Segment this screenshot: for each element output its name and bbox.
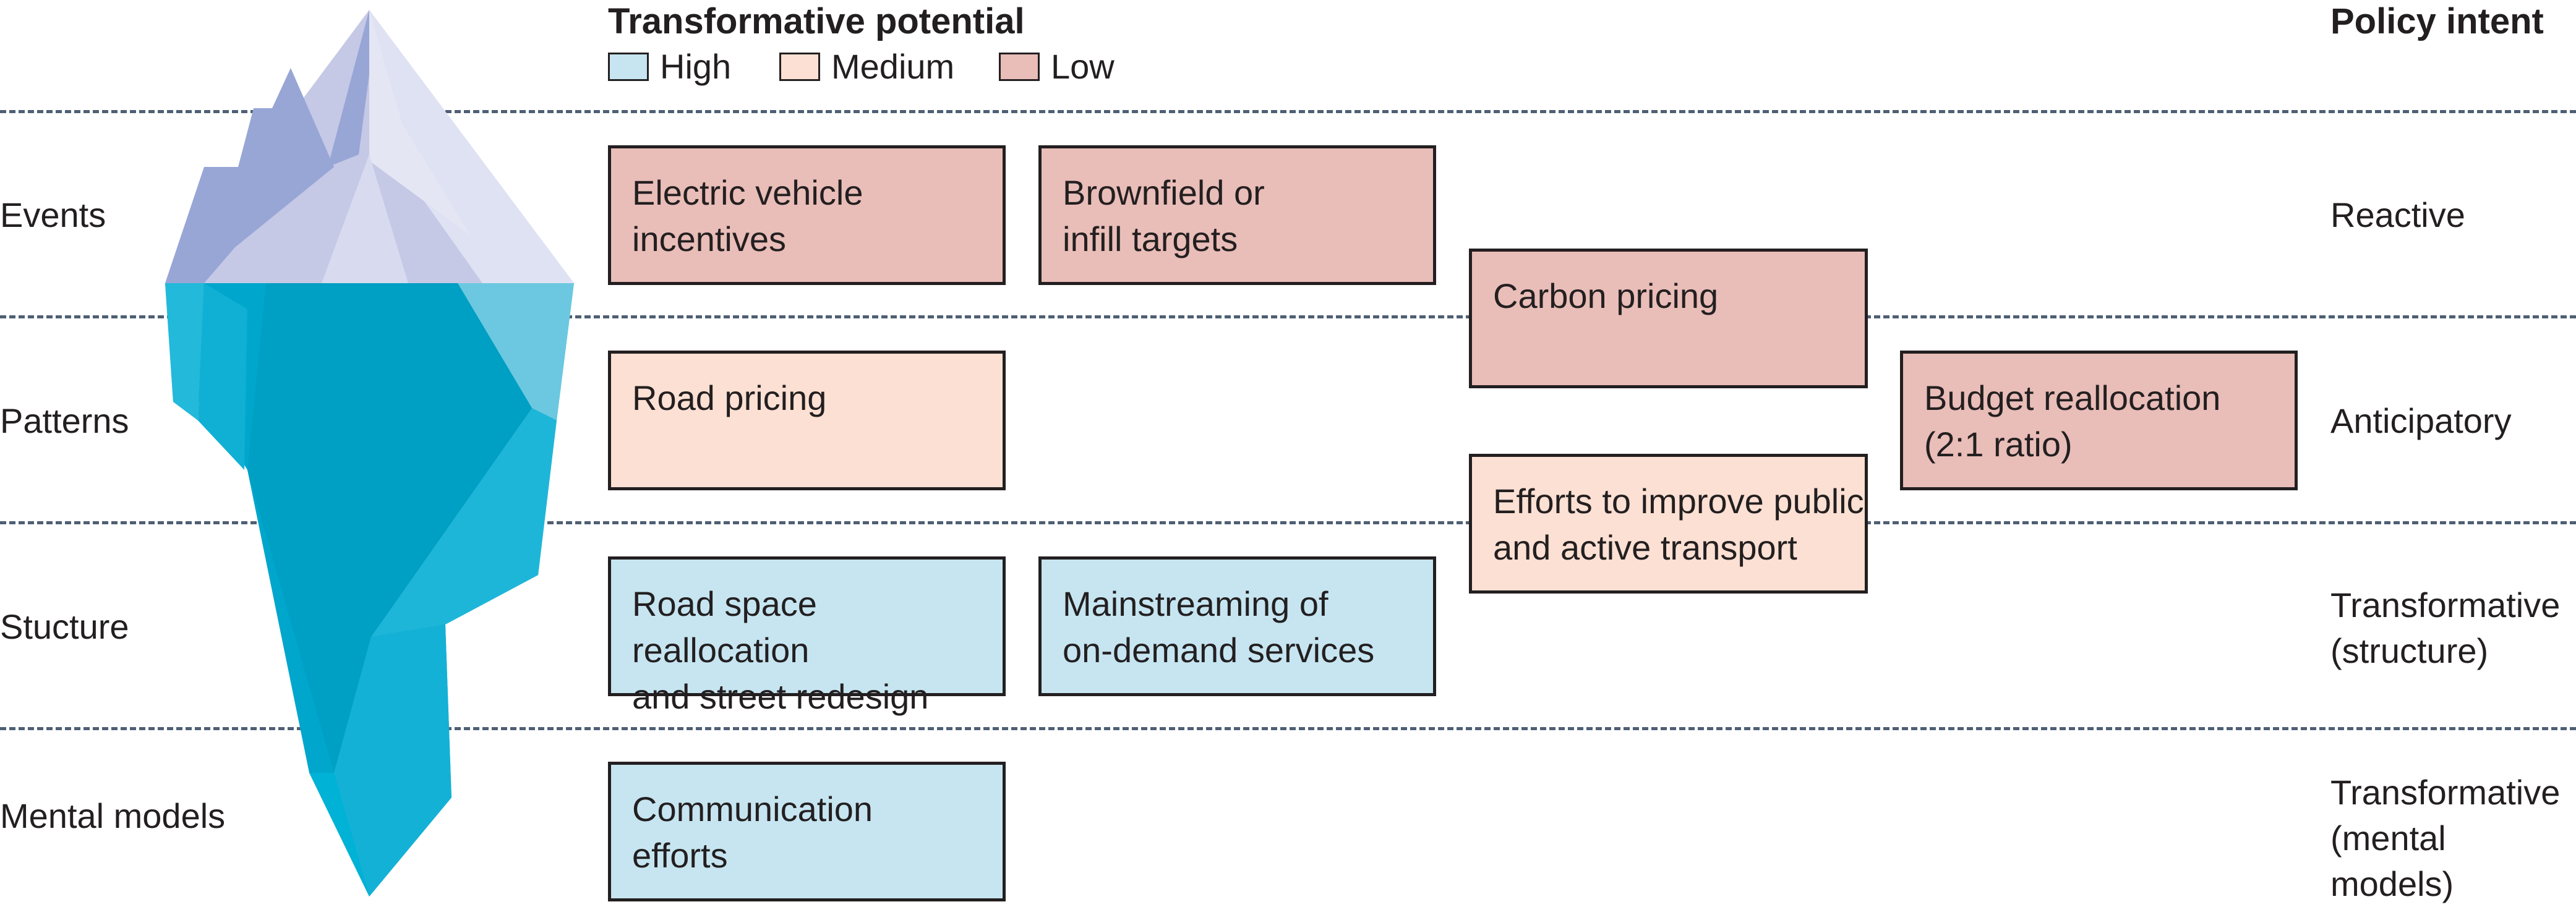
policy-box-text: Carbon pricing — [1493, 276, 1719, 315]
intent-label-anticipatory: Anticipatory — [2330, 401, 2512, 440]
policy-box-communication-efforts: Communication efforts — [608, 762, 1006, 901]
iceberg-below-left-light — [165, 283, 204, 420]
policy-box-budget-reallocation: Budget reallocation (2:1 ratio) — [1900, 351, 2298, 490]
iceberg-illustration — [165, 10, 574, 896]
policy-box-text: Road pricing — [632, 378, 827, 417]
policy-box-text: Communication efforts — [632, 790, 873, 875]
intent-label-transformative-mental-models: Transformative (mental models) — [2330, 773, 2561, 903]
separator-structure-mental — [0, 727, 2576, 730]
policy-intent-title: Policy intent — [2330, 1, 2544, 41]
policy-box-text: Electric vehicle incentives — [632, 173, 863, 258]
policy-box-text: Brownfield or infill targets — [1063, 173, 1265, 258]
iceberg-above-light-center — [322, 155, 408, 283]
legend-label-high: High — [660, 47, 732, 86]
separator-events-patterns — [0, 315, 2576, 318]
row-label-patterns: Patterns — [0, 401, 129, 440]
policy-box-text: Budget reallocation (2:1 ratio) — [1924, 378, 2221, 464]
iceberg-below-center-dark — [247, 283, 532, 773]
policy-box-text: Road space reallocation and street redes… — [632, 584, 929, 716]
intent-label-reactive: Reactive — [2330, 195, 2465, 234]
legend-swatch-high — [608, 53, 649, 81]
policy-box-road-space-reallocation: Road space reallocation and street redes… — [608, 556, 1006, 716]
iceberg-below-right-mid — [371, 408, 557, 637]
legend-swatch-medium — [779, 53, 820, 81]
legend-swatch-low — [999, 53, 1040, 81]
iceberg-below-left-mid — [198, 283, 247, 470]
iceberg-above-dark-left — [165, 68, 334, 283]
legend-item-high: High — [608, 49, 731, 84]
intent-label-transformative-structure: Transformative (structure) — [2330, 586, 2561, 670]
legend-label-medium: Medium — [831, 47, 955, 86]
policy-box-brownfield-infill-targets: Brownfield or infill targets — [1038, 145, 1436, 285]
iceberg-below-tip — [309, 773, 369, 896]
iceberg-above-dark-center — [328, 10, 369, 167]
row-label-events: Events — [0, 195, 106, 234]
legend-label-low: Low — [1051, 47, 1115, 86]
policy-box-text: Mainstreaming of on-demand services — [1063, 584, 1375, 670]
iceberg-below-right-light — [458, 283, 574, 420]
policy-box-carbon-pricing: Carbon pricing — [1469, 249, 1868, 388]
iceberg-above-light-right — [369, 10, 574, 283]
policy-box-text: Efforts to improve public and active tra… — [1493, 482, 1864, 567]
policy-box-public-active-transport: Efforts to improve public and active tra… — [1469, 454, 1868, 594]
legend-item-medium: Medium — [779, 49, 954, 84]
legend-item-low: Low — [999, 49, 1115, 84]
iceberg-below-bottom-light — [334, 624, 451, 896]
row-label-mental-models: Mental models — [0, 796, 226, 835]
transformative-potential-title: Transformative potential — [608, 1, 1025, 41]
separator-top — [0, 110, 2576, 113]
policy-box-on-demand-services: Mainstreaming of on-demand services — [1038, 556, 1436, 696]
separator-patterns-structure — [0, 521, 2576, 524]
iceberg-above-highlight — [369, 10, 470, 235]
policy-box-road-pricing: Road pricing — [608, 351, 1006, 490]
policy-box-electric-vehicle-incentives: Electric vehicle incentives — [608, 145, 1006, 285]
row-label-structure: Stucture — [0, 607, 129, 646]
